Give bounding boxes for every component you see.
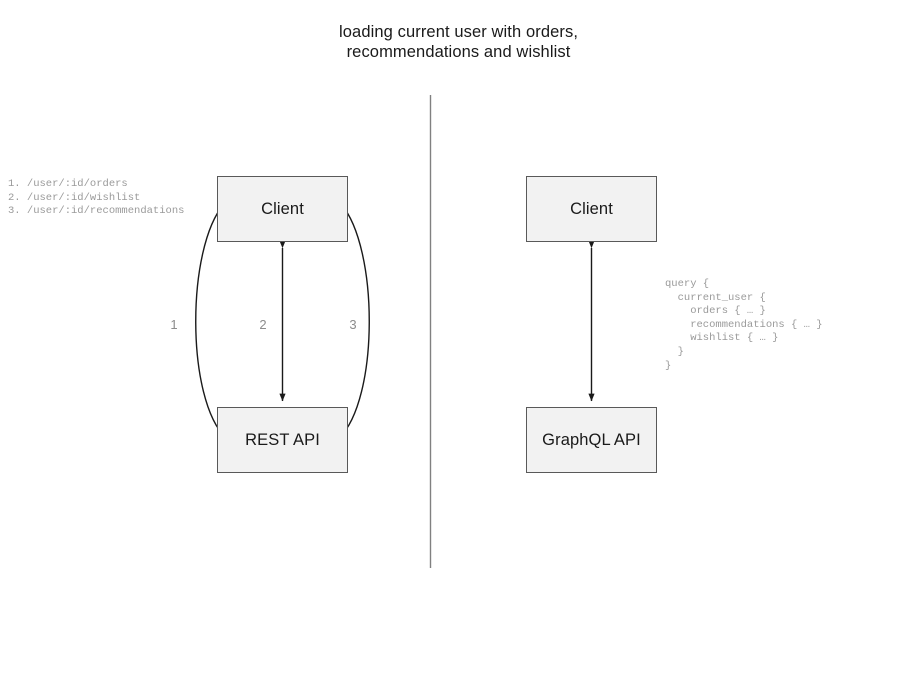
node-graphql-client[interactable]: Client bbox=[526, 176, 657, 242]
arrow-label-3: 3 bbox=[349, 317, 357, 332]
arrow-label-2: 2 bbox=[259, 317, 267, 332]
arrow-label-1: 1 bbox=[170, 317, 178, 332]
node-graphql-api[interactable]: GraphQL API bbox=[526, 407, 657, 473]
page-title: loading current user with orders, recomm… bbox=[339, 23, 578, 61]
node-rest-client[interactable]: Client bbox=[217, 176, 348, 242]
rest-endpoints-annotation: 1. /user/:id/orders 2. /user/:id/wishlis… bbox=[8, 178, 185, 218]
node-rest-api[interactable]: REST API bbox=[217, 407, 348, 473]
graphql-query-annotation: query { current_user { orders { … } reco… bbox=[665, 278, 823, 372]
